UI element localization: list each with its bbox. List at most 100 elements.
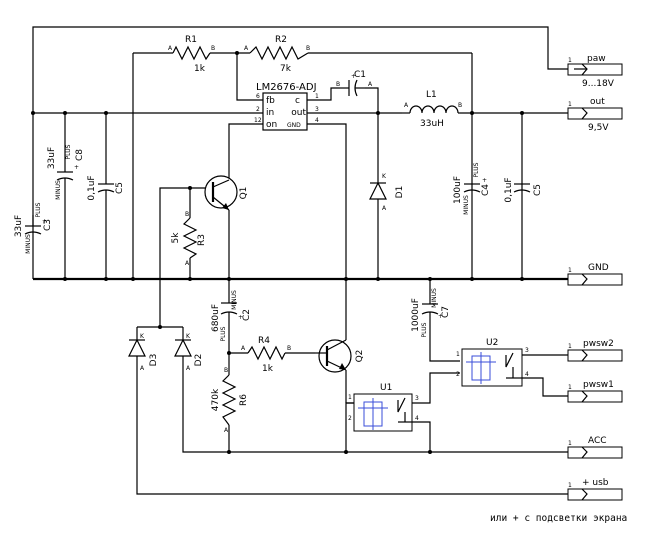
svg-text:33uF: 33uF	[47, 147, 57, 169]
svg-text:A: A	[368, 81, 373, 88]
diode-d2: D2 K A	[174, 333, 204, 372]
connector-out-label: out	[590, 97, 605, 107]
diode-d3: D3 K A	[128, 333, 159, 372]
inductor-l1: L1 33uH A B	[402, 90, 462, 129]
svg-text:GND: GND	[287, 122, 301, 129]
svg-text:D1: D1	[395, 186, 405, 199]
svg-text:K: K	[382, 173, 387, 180]
svg-text:4: 4	[415, 415, 419, 422]
svg-text:1k: 1k	[194, 64, 206, 74]
connector-pwsw2-label: pwsw2	[583, 339, 614, 349]
svg-text:PLUS: PLUS	[65, 144, 72, 159]
svg-text:3: 3	[415, 395, 419, 402]
svg-text:c: c	[295, 96, 300, 106]
svg-text:B: B	[185, 211, 189, 218]
svg-text:R6: R6	[239, 394, 249, 406]
svg-text:+: +	[438, 313, 443, 320]
svg-text:PLUS: PLUS	[220, 326, 227, 341]
svg-text:PLUS: PLUS	[421, 322, 428, 337]
footnote: или + с подсветки экрана	[490, 513, 627, 524]
capacitor-c2: C2 680uF MINUS PLUS +	[211, 290, 252, 341]
svg-text:B: B	[306, 45, 310, 52]
capacitor-c5-left: C5 0,1uF	[87, 113, 125, 279]
svg-text:MINUS: MINUS	[231, 290, 238, 310]
svg-text:A: A	[224, 427, 229, 434]
connector-paw-note: 9...18V	[582, 79, 615, 89]
svg-text:B: B	[224, 367, 228, 374]
svg-text:U2: U2	[486, 338, 498, 348]
svg-text:+: +	[351, 73, 356, 80]
connector-gnd: GND 1	[567, 263, 623, 286]
svg-text:A: A	[168, 45, 173, 52]
svg-text:1k: 1k	[262, 364, 274, 374]
svg-text:R3: R3	[197, 234, 207, 246]
relay-u2: U2 1 2 3 4	[456, 338, 529, 387]
capacitor-c4: C4 100uF MINUS PLUS +	[453, 162, 491, 214]
diode-d1: D1 K A	[369, 173, 405, 212]
svg-text:0,1uF: 0,1uF	[504, 177, 514, 202]
svg-text:MINUS: MINUS	[55, 180, 62, 200]
svg-text:100uF: 100uF	[453, 176, 463, 204]
svg-text:4: 4	[525, 371, 529, 378]
svg-text:C5: C5	[115, 182, 125, 194]
svg-text:+: +	[74, 164, 79, 171]
svg-text:C1: C1	[354, 70, 366, 80]
connector-usb: + usb 1	[567, 478, 623, 501]
svg-text:C5: C5	[533, 184, 543, 196]
svg-text:C7: C7	[441, 306, 451, 318]
svg-text:+: +	[482, 177, 487, 184]
connector-pwsw2: pwsw2 1	[567, 339, 623, 362]
svg-text:A: A	[186, 365, 191, 372]
svg-text:A: A	[404, 102, 409, 109]
svg-text:3: 3	[525, 347, 529, 354]
resistor-r2: R2 7k A B	[244, 35, 310, 74]
svg-text:1: 1	[568, 482, 572, 489]
resistor-r3: R3 5k B A	[171, 211, 207, 267]
svg-text:5k: 5k	[171, 232, 181, 244]
svg-text:L1: L1	[426, 90, 437, 100]
svg-text:33uF: 33uF	[14, 215, 24, 237]
svg-text:in: in	[266, 108, 274, 118]
svg-text:1: 1	[456, 351, 460, 358]
svg-text:C8: C8	[75, 149, 85, 161]
svg-text:PLUS: PLUS	[35, 202, 42, 217]
connector-paw: paw 9...18V 1	[567, 54, 623, 89]
resistor-r4: R4 1k A B	[241, 336, 291, 374]
capacitor-c7: C7 1000uF MINUS PLUS +	[411, 288, 451, 337]
resistor-r6: R6 470k B A	[211, 367, 249, 434]
svg-text:B: B	[458, 102, 462, 109]
svg-text:D3: D3	[149, 354, 159, 367]
svg-text:0,1uF: 0,1uF	[87, 175, 97, 200]
svg-text:MINUS: MINUS	[463, 195, 470, 215]
svg-text:12: 12	[254, 117, 262, 124]
svg-text:2: 2	[256, 106, 260, 113]
capacitor-c3: C3 33uF MINUS PLUS +	[14, 202, 53, 253]
svg-text:on: on	[266, 120, 277, 130]
resistor-r1: R1 1k A B	[168, 35, 215, 74]
svg-text:C4: C4	[481, 184, 491, 196]
connector-paw-label: paw	[587, 54, 606, 64]
svg-text:A: A	[244, 45, 249, 52]
capacitor-c5-right: C5 0,1uF	[504, 177, 543, 202]
svg-text:PLUS: PLUS	[473, 162, 480, 177]
svg-text:1000uF: 1000uF	[411, 298, 421, 332]
svg-text:K: K	[140, 333, 145, 340]
svg-text:7k: 7k	[280, 64, 292, 74]
svg-text:1: 1	[568, 267, 572, 274]
svg-text:1: 1	[348, 394, 352, 401]
connector-pwsw1-label: pwsw1	[583, 380, 614, 390]
svg-text:R4: R4	[258, 336, 270, 346]
svg-text:Q2: Q2	[355, 350, 365, 363]
svg-text:A: A	[185, 260, 190, 267]
svg-text:B: B	[336, 81, 340, 88]
svg-text:680uF: 680uF	[211, 304, 221, 332]
capacitor-c1: C1 B A +	[336, 70, 373, 97]
svg-text:1: 1	[568, 343, 572, 350]
svg-text:470k: 470k	[211, 388, 221, 411]
svg-text:MINUS: MINUS	[25, 234, 32, 254]
svg-text:1: 1	[568, 384, 572, 391]
svg-text:6: 6	[256, 93, 260, 100]
ic-label: LM2676-ADJ	[256, 82, 317, 93]
svg-text:4: 4	[315, 117, 319, 124]
